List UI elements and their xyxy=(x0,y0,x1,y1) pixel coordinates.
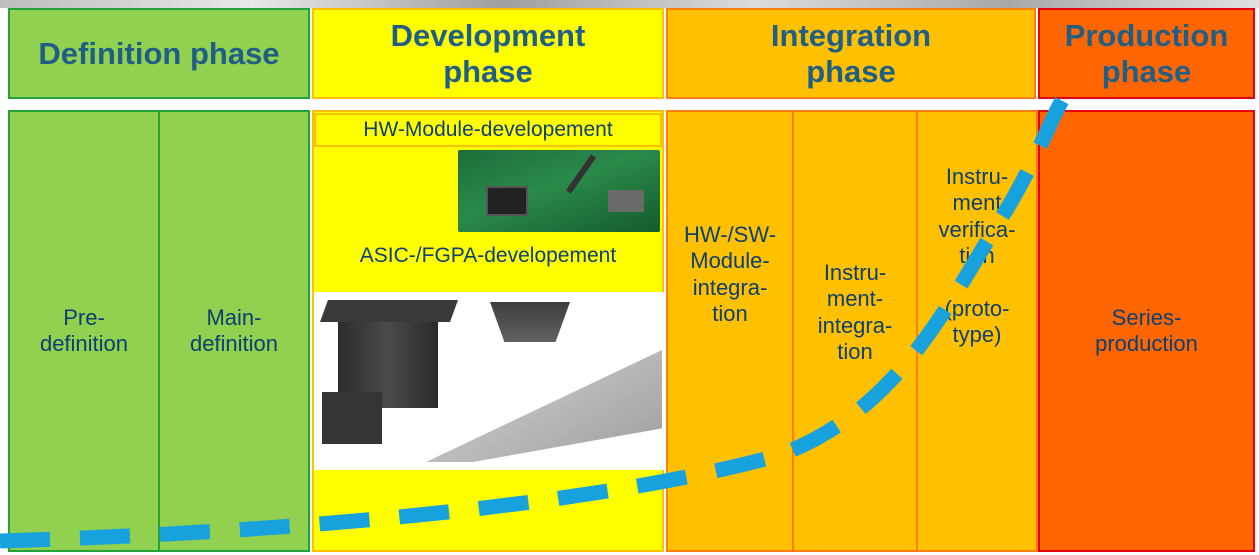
module-integration-column: HW-/SW- Module- integra- tion xyxy=(666,110,794,552)
production-phase-label: Production phase xyxy=(1064,17,1229,89)
asic-dev-label: ASIC-/FGPA-developement xyxy=(359,244,617,268)
development-phase-header: Development phase xyxy=(312,8,664,99)
definition-phase-label: Definition phase xyxy=(38,35,280,71)
hw-module-dev-label-box: HW-Module-developement xyxy=(314,113,662,147)
predefinition-column: Pre- definition xyxy=(8,110,160,552)
maindefinition-column: Main- definition xyxy=(158,110,310,552)
predefinition-label: Pre- definition xyxy=(39,304,129,356)
instrument-integration-column: Instru- ment- integra- tion xyxy=(792,110,918,552)
instrument-integration-label: Instru- ment- integra- tion xyxy=(817,260,893,365)
asic-dev-label-box: ASIC-/FGPA-developement xyxy=(314,236,662,276)
production-phase-header: Production phase xyxy=(1038,8,1255,99)
integration-phase-label: Integration phase xyxy=(770,17,932,89)
series-production-column: Series- production xyxy=(1038,110,1255,552)
module-integration-label: HW-/SW- Module- integra- tion xyxy=(683,222,777,327)
maindefinition-label: Main- definition xyxy=(189,304,279,356)
series-production-label: Series- production xyxy=(1095,304,1198,356)
integration-phase-header: Integration phase xyxy=(666,8,1036,99)
pcb-soldering-photo xyxy=(458,150,660,232)
definition-phase-header: Definition phase xyxy=(8,8,310,99)
top-photo-strip xyxy=(0,0,1259,8)
development-phase-label: Development phase xyxy=(390,17,586,89)
progress-dashed-curve xyxy=(0,91,1072,549)
hardware-housings-photo xyxy=(314,292,664,470)
hw-module-dev-label: HW-Module-developement xyxy=(363,118,613,142)
